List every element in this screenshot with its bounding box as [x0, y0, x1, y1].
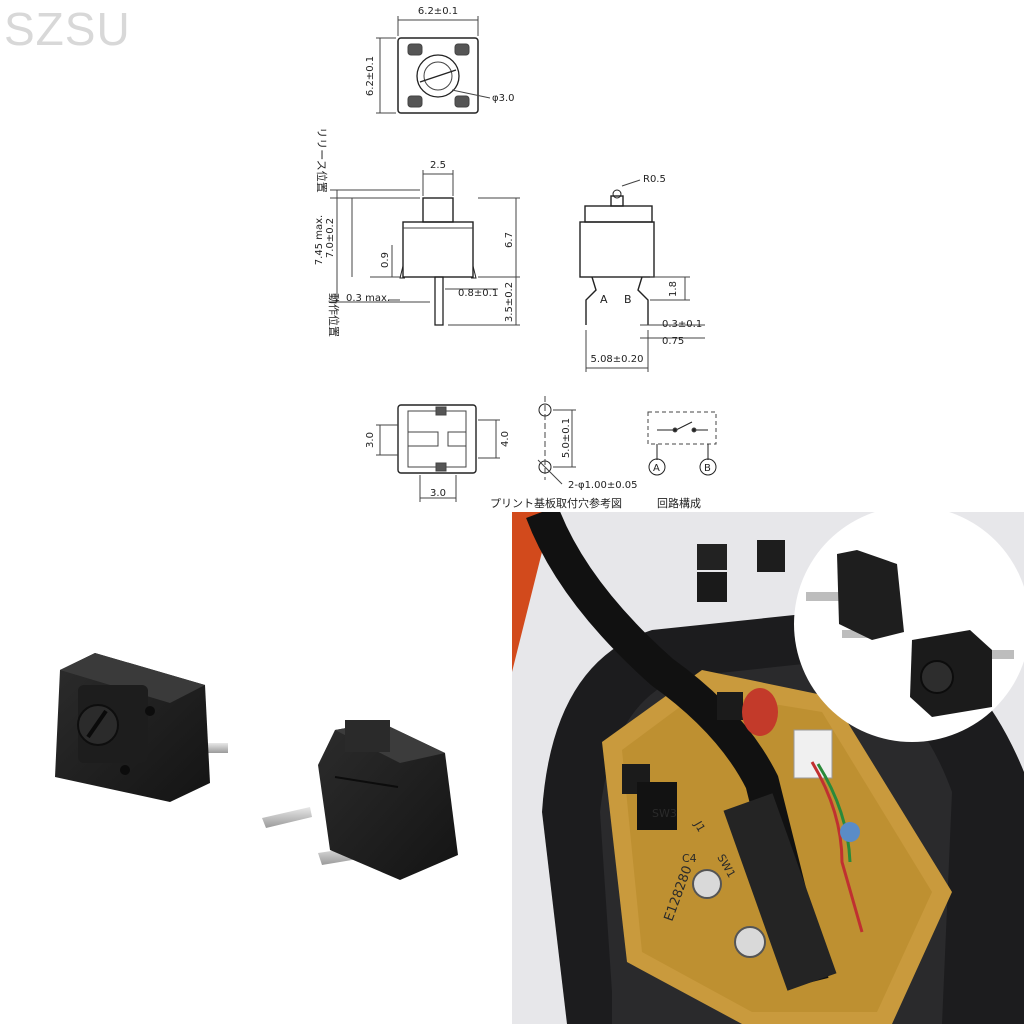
release-position-label: リリース位置: [315, 127, 329, 192]
mouse-pcb-photo: SW3 E128280 C4 SW1 J1: [512, 512, 1024, 1024]
circuit-node-b: B: [704, 463, 711, 474]
circuit-caption: 回路構成: [657, 497, 701, 510]
bottom-dim-40: 4.0: [500, 431, 511, 447]
loose-switch: [697, 544, 727, 570]
pin-length-label: 3.5±0.2: [504, 282, 515, 322]
inset-switch-side: [806, 550, 904, 640]
pin-thickness-label: 0.3±0.1: [662, 319, 702, 330]
loose-switch: [757, 540, 785, 572]
board-switch: [717, 692, 743, 720]
top-width-label: 6.2±0.1: [418, 6, 458, 17]
pin-b-label: B: [624, 293, 632, 306]
circuit-node-a: A: [653, 463, 660, 474]
dim-09-label: 0.9: [380, 252, 391, 268]
pin-a-label: A: [600, 293, 608, 306]
hole-size-label: 2-φ1.00±0.05: [568, 480, 637, 491]
circuit-diagram: [647, 411, 717, 476]
dim-03max-label: 0.3 max.: [346, 293, 390, 304]
inset-switch-front: [910, 630, 1014, 717]
top-height-label: 6.2±0.1: [365, 56, 376, 96]
pcb-caption: プリント基板取付穴参考図: [490, 496, 622, 510]
switch-front-view: [55, 653, 228, 802]
front-view: [579, 179, 705, 372]
dim-075-label: 0.75: [662, 336, 684, 347]
body-height-label: 6.7: [504, 232, 515, 248]
side-view: [330, 170, 520, 326]
bottom-dim-30-left: 3.0: [365, 432, 376, 448]
operate-position-label: 動作位置: [327, 293, 341, 337]
top-diameter-label: φ3.0: [492, 93, 515, 104]
plunger-width-label: 2.5: [430, 160, 446, 171]
pin-width-label: 0.8±0.1: [458, 288, 498, 299]
radius-label: R0.5: [643, 174, 666, 185]
board-label-sw3: SW3: [652, 807, 677, 820]
watermark-text: SZSU: [4, 3, 131, 55]
max-height-label: 7.45 max.: [314, 215, 325, 265]
switch-side-view: [262, 720, 458, 880]
loose-switch: [697, 572, 727, 602]
top-view: [376, 16, 491, 114]
bottom-view: [376, 404, 500, 502]
technical-drawing: 6.2±0.1 6.2±0.1 φ3.0 2.5 リリース位置 7.45 max…: [314, 6, 717, 510]
pitch-label: 5.08±0.20: [591, 354, 644, 365]
pcb-holes-view: [537, 396, 576, 485]
scroll-wheel: [742, 688, 778, 736]
bottom-dim-30-bottom: 3.0: [430, 488, 446, 499]
switch-product-photo: [55, 653, 458, 880]
board-label-c4: C4: [682, 852, 697, 865]
hole-spacing-label: 5.0±0.1: [561, 418, 572, 458]
height-label: 7.0±0.2: [325, 218, 336, 258]
dim-18-label: 1.8: [668, 281, 679, 297]
